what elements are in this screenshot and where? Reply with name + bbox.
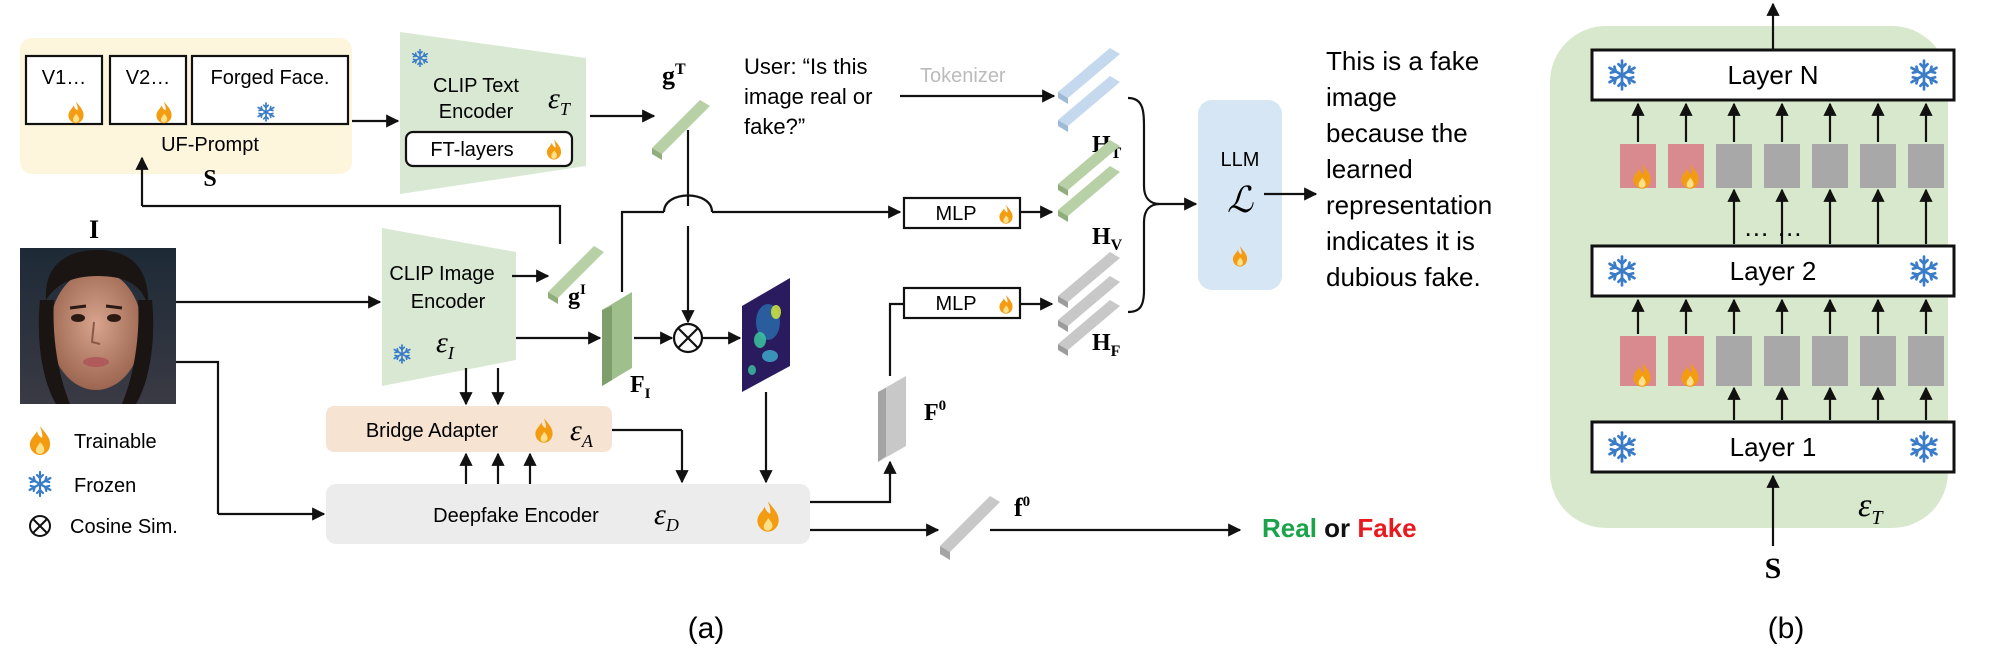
svg-text:dubious fake.: dubious fake. [1326,262,1481,292]
clip-image-encoder-title-2: Encoder [411,291,486,313]
uf-prompt-label: UF-Prompt [161,134,259,156]
cosine-sim-op [672,322,704,354]
line-FI-up [620,210,664,292]
bridge-symbol: εA [570,414,594,451]
flame-icon [29,426,51,455]
prompt-v2-label: V2… [126,67,170,89]
llm-label: LLM [1221,149,1260,171]
ellipsis-dots: … … [1743,212,1802,242]
layer-n-box [1590,48,1956,102]
svg-text:image: image [1326,82,1397,112]
prompt-forged-face-box [190,54,350,126]
F0-label: F0 [924,398,946,426]
HF-label: HF [1092,330,1121,360]
cosine-sim-icon [29,515,51,537]
snowflake-icon [28,470,52,498]
HT-feature [1058,48,1120,132]
deepfake-symbol: εD [654,498,679,535]
line-F0-to-mlp-f [888,302,904,376]
clip-text-encoder-title-1: CLIP Text [433,75,519,97]
input-image-label: I [89,215,99,244]
text-token [1908,336,1944,386]
caption-a: (a) [688,612,725,645]
clip-image-encoder-title-1: CLIP Image [389,263,494,285]
text-token [1716,336,1752,386]
f0-feature [940,496,1000,560]
ft-layers-box [404,130,574,168]
clip-text-encoder-title-2: Encoder [439,101,514,123]
HF-feature [1058,252,1120,356]
llm-symbol: ℒ [1227,180,1254,220]
text-token [1860,336,1896,386]
FI-label: FI [630,372,651,402]
h-brace [1127,96,1161,314]
f0-label: f0 [1014,493,1030,522]
token-row-lower [1620,298,1944,420]
token-row-upper [1620,102,1944,244]
prompt-forged-face-label: Forged Face. [211,67,330,89]
prompt-s-label: S [203,166,216,192]
HV-label: HV [1092,224,1123,254]
svg-text:indicates it is: indicates it is [1326,226,1475,256]
mlp-f-label: MLP [935,293,976,315]
text-token [1764,336,1800,386]
svg-text:representation: representation [1326,190,1492,220]
svg-text:learned: learned [1326,154,1413,184]
deepfake-encoder [326,484,810,544]
user-query-line2: image real or [744,84,872,109]
gT-label: gT [662,61,686,90]
line-deepfake-to-F0 [810,464,892,504]
line-gI-to-prompt [142,204,562,244]
llm-box [1198,100,1282,290]
legend-cosine: Cosine Sim. [70,516,178,538]
real-or-fake-result: Real or Fake [1262,513,1417,543]
F0-feature [878,376,906,462]
mlp-v-box [902,196,1022,230]
text-encoder-symbol: εT [548,82,572,119]
line-image-to-deepfake [176,360,220,514]
text-token [1908,144,1944,188]
user-query-line1: User: “Is this [744,54,867,79]
layer-2-box [1590,244,1956,298]
ft-layers-label: FT-layers [430,139,513,161]
prompt-v1-label: V1… [42,67,86,89]
text-token [1812,336,1848,386]
text-token [1812,144,1848,188]
layer-n-label: Layer N [1727,60,1818,90]
gI-feature [548,246,604,304]
panel-b-s-label: S [1765,552,1782,585]
deepfake-encoder-label: Deepfake Encoder [433,505,599,527]
tokenizer-label: Tokenizer [920,65,1006,87]
similarity-heatmap [742,278,790,392]
llm-answer: This is a fake image because the learned… [1326,46,1492,292]
legend-trainable: Trainable [74,431,157,453]
svg-text:This is a fake: This is a fake [1326,46,1479,76]
text-token [1860,144,1896,188]
legend-frozen: Frozen [74,475,136,497]
line-hop [662,194,714,213]
prompt-v1-box [24,54,104,126]
svg-text:because the: because the [1326,118,1468,148]
user-query-line3: fake?” [744,114,805,139]
mlp-v-label: MLP [935,203,976,225]
image-encoder-symbol: εI [436,326,455,363]
caption-b: (b) [1768,612,1805,645]
text-token [1764,144,1800,188]
panel-b-encoder-symbol: εT [1858,487,1884,529]
FI-feature [602,292,632,386]
prompt-v2-box [108,54,188,126]
input-face-image [20,248,176,404]
layer-1-label: Layer 1 [1730,432,1817,462]
text-token [1716,144,1752,188]
gT-feature [652,100,710,160]
layer-1-box [1590,420,1956,474]
clip-image-encoder [382,228,516,386]
layer-2-label: Layer 2 [1730,256,1817,286]
HV-feature [1058,140,1120,222]
gI-label: gI [568,282,586,310]
bridge-adapter-label: Bridge Adapter [366,420,499,442]
